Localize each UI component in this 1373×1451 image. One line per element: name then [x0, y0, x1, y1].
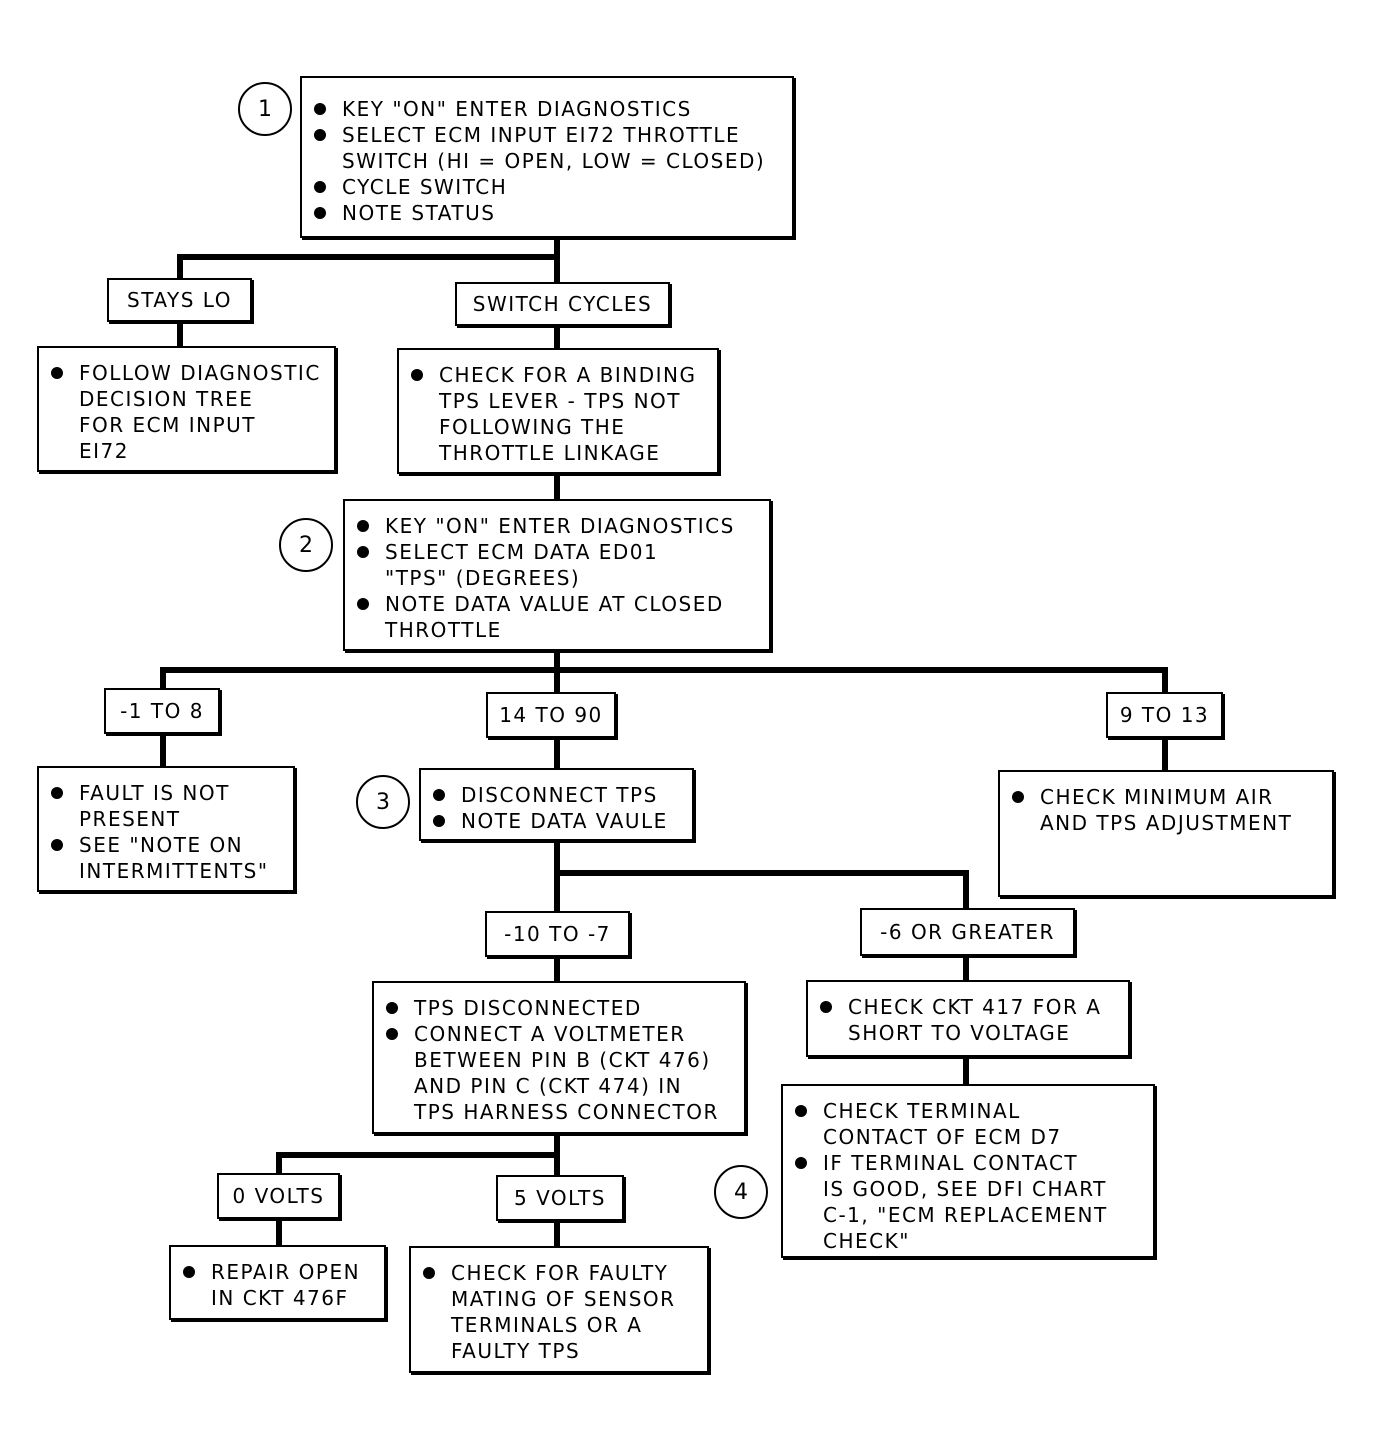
step3-line: DISCONNECT TPS: [433, 782, 684, 808]
neg-low-label: -10 TO -7: [485, 911, 630, 957]
action-line: MATING OF SENSOR: [451, 1287, 676, 1311]
step-marker-3: 3: [356, 775, 410, 829]
action-line: AND TPS ADJUSTMENT: [1040, 811, 1293, 835]
action-line: CHECK CKT 417 FOR A: [820, 994, 1120, 1020]
step1-line: KEY "ON" ENTER DIAGNOSTICS: [314, 96, 784, 122]
range-mid-label: 9 TO 13: [1106, 692, 1223, 738]
action-line: FOR ECM INPUT: [79, 413, 256, 437]
stays-lo-label: STAYS LO: [107, 278, 252, 322]
repair-open-box: REPAIR OPEN IN CKT 476F: [169, 1245, 386, 1320]
action-line: SHORT TO VOLTAGE: [848, 1021, 1071, 1045]
action-line: SEE "NOTE ON: [51, 832, 285, 858]
step3-box: DISCONNECT TPS NOTE DATA VAULE: [419, 768, 694, 841]
step1-line: SWITCH (HI = OPEN, LOW = CLOSED): [342, 149, 766, 173]
range-low-label: -1 TO 8: [104, 688, 220, 734]
action-line: FAULT IS NOT: [51, 780, 285, 806]
action-line: CONTACT OF ECM D7: [823, 1125, 1062, 1149]
step2-line: SELECT ECM DATA ED01: [357, 539, 761, 565]
range-mid-action-box: CHECK MINIMUM AIR AND TPS ADJUSTMENT: [998, 770, 1334, 897]
neg-high-label: -6 OR GREATER: [860, 908, 1075, 956]
ecm-check-box: CHECK TERMINAL CONTACT OF ECM D7 IF TERM…: [781, 1084, 1155, 1258]
action-line: CHECK": [823, 1229, 910, 1253]
action-line: IF TERMINAL CONTACT: [795, 1150, 1145, 1176]
action-line: FAULTY TPS: [451, 1339, 581, 1363]
action-line: IN CKT 476F: [211, 1286, 349, 1310]
action-line: CHECK MINIMUM AIR: [1012, 784, 1324, 810]
action-line: REPAIR OPEN: [183, 1259, 376, 1285]
action-line: TPS HARNESS CONNECTOR: [414, 1100, 719, 1124]
faulty-mating-box: CHECK FOR FAULTY MATING OF SENSOR TERMIN…: [409, 1246, 709, 1373]
five-volts-label: 5 VOLTS: [496, 1175, 624, 1221]
range-high-label: 14 TO 90: [486, 692, 616, 738]
action-line: BETWEEN PIN B (CKT 476): [414, 1048, 711, 1072]
action-line: INTERMITTENTS": [79, 859, 269, 883]
step2-box: KEY "ON" ENTER DIAGNOSTICS SELECT ECM DA…: [343, 499, 771, 651]
switch-cycles-action-box: CHECK FOR A BINDING TPS LEVER - TPS NOT …: [397, 348, 719, 474]
stays-lo-action-box: FOLLOW DIAGNOSTIC DECISION TREE FOR ECM …: [37, 346, 336, 472]
action-line: TPS LEVER - TPS NOT: [439, 389, 682, 413]
action-line: C-1, "ECM REPLACEMENT: [823, 1203, 1108, 1227]
switch-cycles-label: SWITCH CYCLES: [455, 282, 670, 326]
step-marker-4: 4: [714, 1165, 768, 1219]
action-line: CHECK FOR A BINDING: [411, 362, 709, 388]
action-line: PRESENT: [79, 807, 181, 831]
action-line: TERMINALS OR A: [451, 1313, 643, 1337]
action-line: TPS DISCONNECTED: [386, 995, 736, 1021]
voltmeter-box: TPS DISCONNECTED CONNECT A VOLTMETER BET…: [372, 981, 746, 1134]
action-line: THROTTLE LINKAGE: [439, 441, 661, 465]
action-line: EI72: [79, 439, 129, 463]
action-line: FOLLOWING THE: [439, 415, 626, 439]
step2-line: "TPS" (DEGREES): [385, 566, 581, 590]
step1-box: KEY "ON" ENTER DIAGNOSTICS SELECT ECM IN…: [300, 76, 794, 238]
step2-line: THROTTLE: [385, 618, 502, 642]
step-marker-1: 1: [238, 82, 292, 136]
action-line: IS GOOD, SEE DFI CHART: [823, 1177, 1107, 1201]
step1-line: SELECT ECM INPUT EI72 THROTTLE: [314, 122, 784, 148]
ckt417-box: CHECK CKT 417 FOR A SHORT TO VOLTAGE: [806, 980, 1130, 1057]
action-line: CONNECT A VOLTMETER: [386, 1021, 736, 1047]
action-line: AND PIN C (CKT 474) IN: [414, 1074, 683, 1098]
step1-line: NOTE STATUS: [314, 200, 784, 226]
step-marker-2: 2: [279, 518, 333, 572]
step3-line: NOTE DATA VAULE: [433, 808, 684, 834]
step1-line: CYCLE SWITCH: [314, 174, 784, 200]
action-line: FOLLOW DIAGNOSTIC: [51, 360, 326, 386]
action-line: DECISION TREE: [79, 387, 254, 411]
step2-line: NOTE DATA VALUE AT CLOSED: [357, 591, 761, 617]
step2-line: KEY "ON" ENTER DIAGNOSTICS: [357, 513, 761, 539]
action-line: CHECK FOR FAULTY: [423, 1260, 699, 1286]
action-line: CHECK TERMINAL: [795, 1098, 1145, 1124]
range-low-action-box: FAULT IS NOT PRESENT SEE "NOTE ON INTERM…: [37, 766, 295, 892]
zero-volts-label: 0 VOLTS: [217, 1173, 340, 1219]
